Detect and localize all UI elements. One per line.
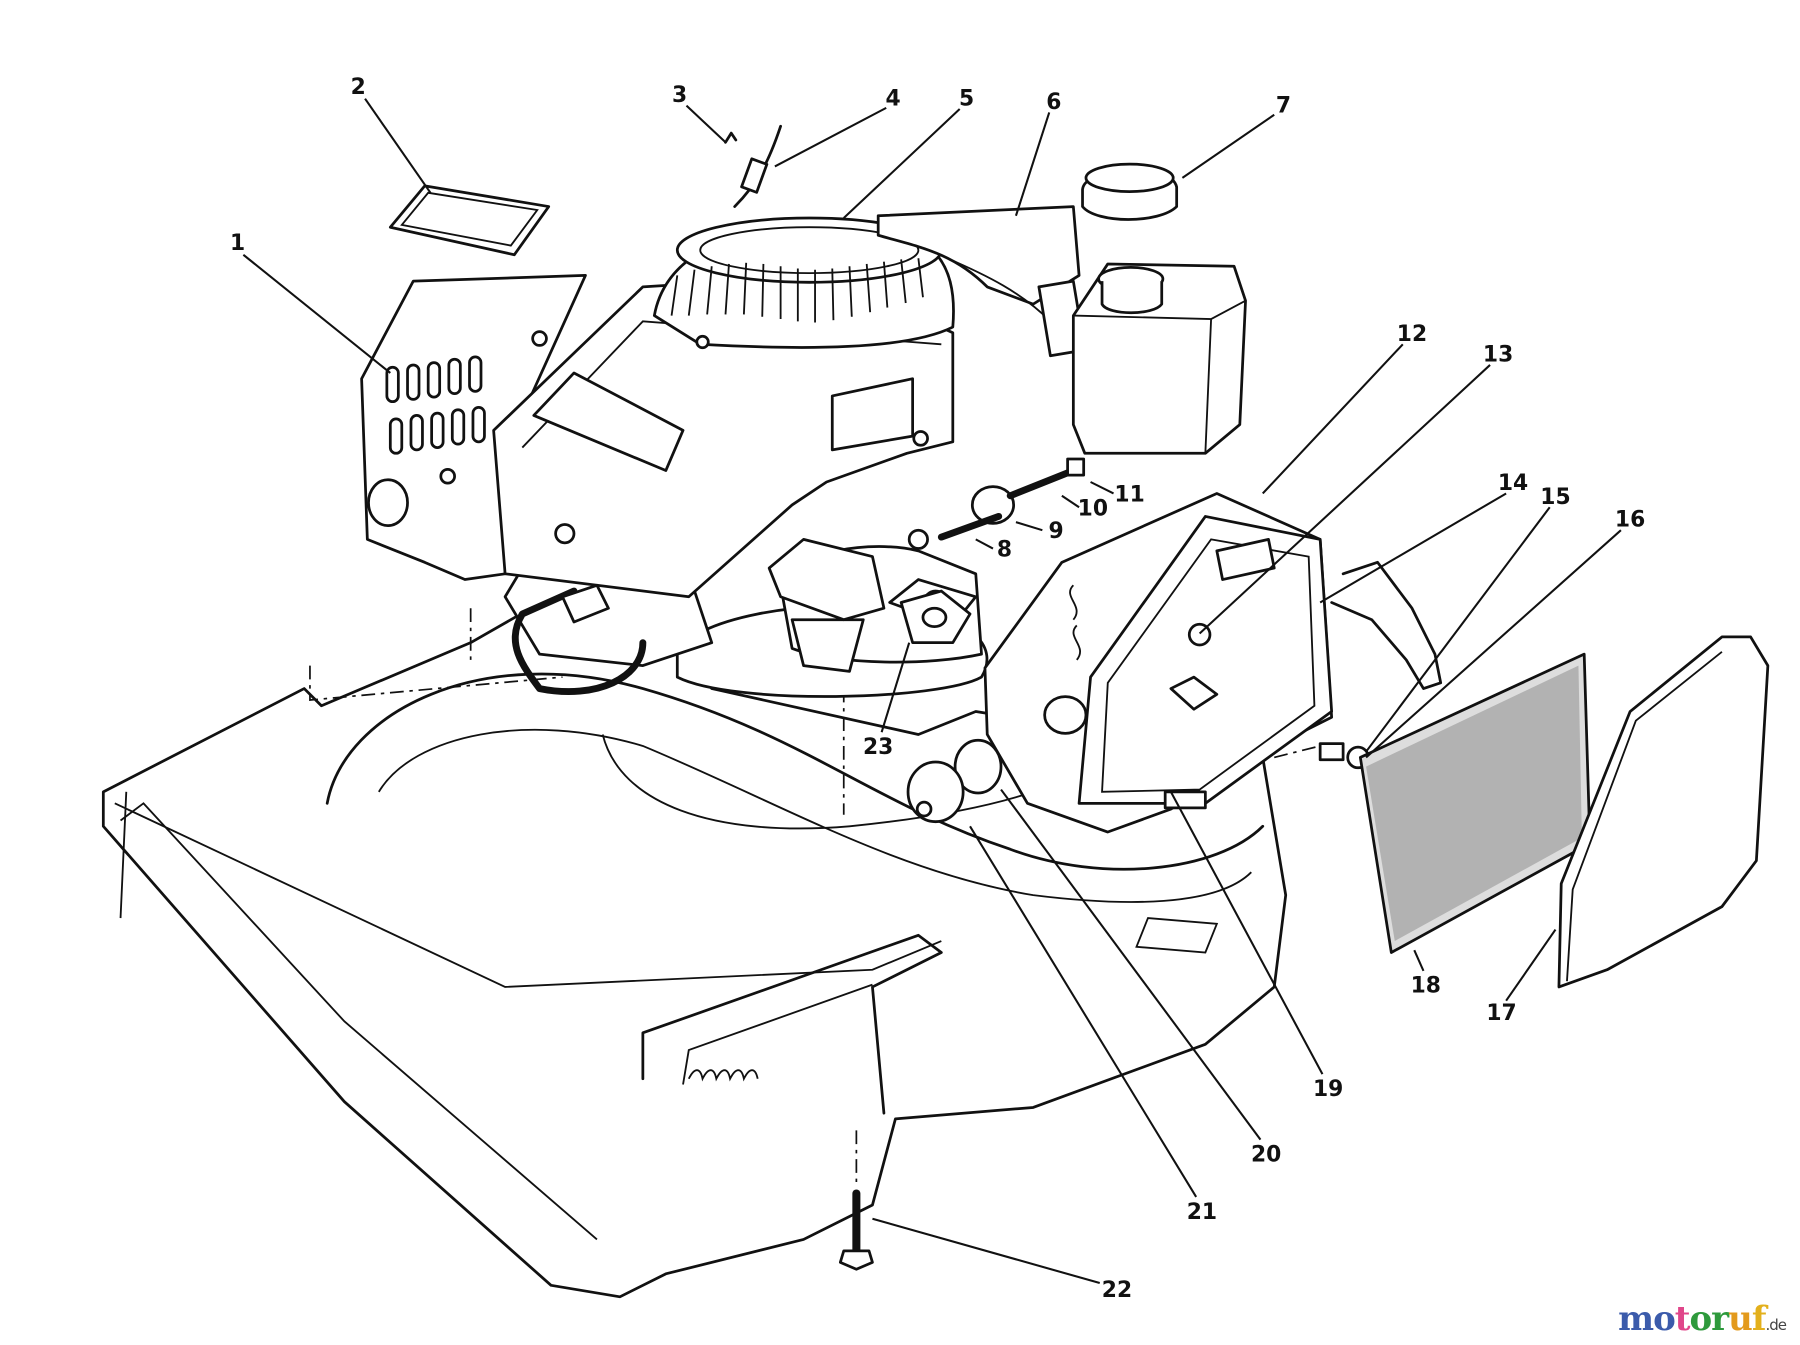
engine [360,274,989,698]
callout-10: 10 [1078,496,1108,521]
fuel-tank [876,162,1247,455]
callout-5: 5 [959,87,974,112]
callout-7: 7 [1276,93,1291,118]
recoil-starter [652,216,955,447]
callout-21: 21 [1187,1200,1217,1225]
callout-6: 6 [1046,90,1061,115]
callout-4: 4 [886,87,901,112]
foam-filter [1358,652,1592,954]
studs-and-grommets [907,457,1086,550]
decal [388,184,551,257]
callout-23: 23 [863,735,893,760]
callout-1: 1 [230,231,245,256]
air-cleaner [983,492,1370,834]
callout-11: 11 [1114,483,1144,508]
callout-14: 14 [1498,471,1528,496]
callout-13: 13 [1483,343,1513,368]
callout-20: 20 [1251,1142,1281,1167]
callout-15: 15 [1540,485,1570,510]
callout-3: 3 [672,83,687,108]
breather-parts [906,738,1003,824]
callout-16: 16 [1615,508,1645,533]
motoruf-watermark-logo: motoruf.de [1618,1299,1787,1339]
callout-2: 2 [351,75,366,100]
air-cleaner-cover [1557,635,1770,989]
callout-labels: 1 2 3 4 5 6 7 8 9 10 11 12 13 14 15 16 1… [230,75,1645,1303]
callout-19: 19 [1313,1077,1343,1102]
callout-9: 9 [1049,519,1064,544]
callout-17: 17 [1486,1001,1516,1026]
engine-vents [385,355,486,455]
callout-12: 12 [1397,322,1427,347]
bolt [838,1130,874,1271]
callout-18: 18 [1411,974,1441,999]
throttle-cable [724,124,782,208]
leader-lines [242,98,1622,1285]
callout-8: 8 [997,538,1012,563]
callout-22: 22 [1102,1278,1132,1303]
